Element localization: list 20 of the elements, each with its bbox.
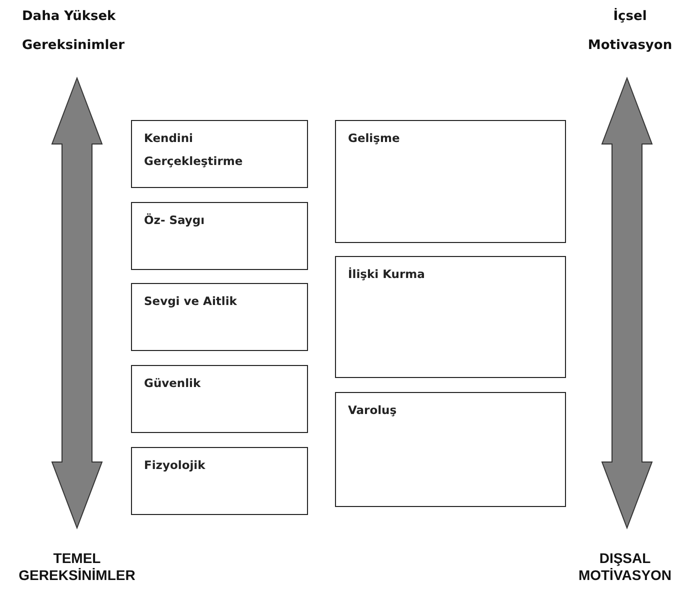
- box-label: Öz- Saygı: [144, 212, 206, 229]
- text-box: [131, 120, 308, 188]
- box-label: Sevgi ve Aitlik: [144, 293, 238, 310]
- axis-label: DIŞSAL MOTİVASYON: [577, 550, 673, 584]
- text-box: [335, 120, 566, 243]
- text-box: [131, 202, 308, 270]
- text-box: [131, 283, 308, 351]
- box-label: İlişki Kurma: [348, 266, 426, 283]
- box-label: Gelişme: [348, 130, 401, 147]
- text-box: [335, 392, 566, 507]
- text-box: [131, 447, 308, 515]
- box-label: Fizyolojik: [144, 457, 206, 474]
- axis-label: Daha Yüksek Gereksinimler: [22, 8, 126, 55]
- box-label: Kendini Gerçekleştirme: [144, 130, 244, 170]
- box-label: Varoluş: [348, 402, 398, 419]
- text-box: [335, 256, 566, 378]
- axis-label: İçsel Motivasyon: [586, 7, 674, 55]
- axis-label: TEMEL GEREKSİNİMLER: [18, 550, 136, 584]
- text-box: [131, 365, 308, 433]
- box-label: Güvenlik: [144, 375, 202, 392]
